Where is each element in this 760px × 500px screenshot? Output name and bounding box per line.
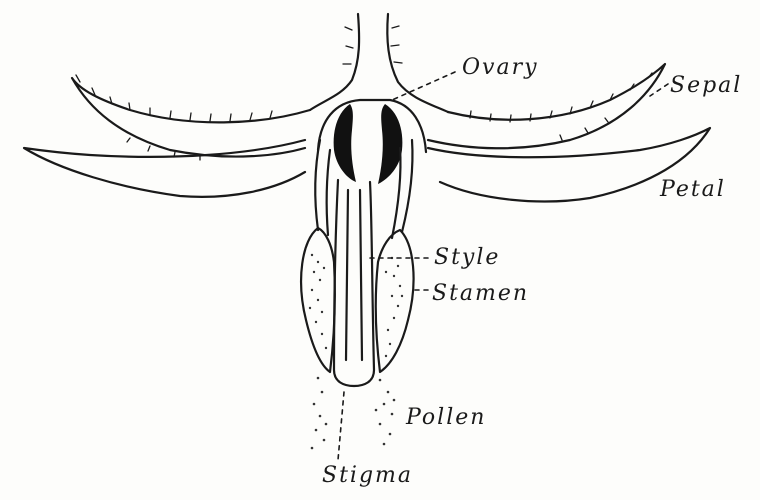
stamen-right-anther [376, 230, 414, 372]
falling-pollen [311, 377, 396, 450]
ovule-left [334, 104, 356, 182]
style-label: Style [434, 245, 500, 270]
pollen-label: Pollen [405, 405, 486, 430]
style-column [334, 180, 374, 386]
style-inner [346, 190, 362, 360]
sepal-right-hairs [470, 73, 652, 140]
stigma-leader [338, 392, 344, 460]
stamen-left-filament [315, 140, 330, 235]
ovule-right [378, 104, 402, 184]
stamen-label: Stamen [432, 281, 529, 306]
stem [310, 14, 359, 110]
sepal-label: Sepal [670, 73, 742, 98]
anther-pollen [309, 254, 403, 357]
stigma-label: Stigma [322, 463, 413, 488]
petal-label: Petal [659, 177, 726, 202]
stem-hairs [343, 26, 402, 64]
ovary-label: Ovary [462, 55, 539, 80]
